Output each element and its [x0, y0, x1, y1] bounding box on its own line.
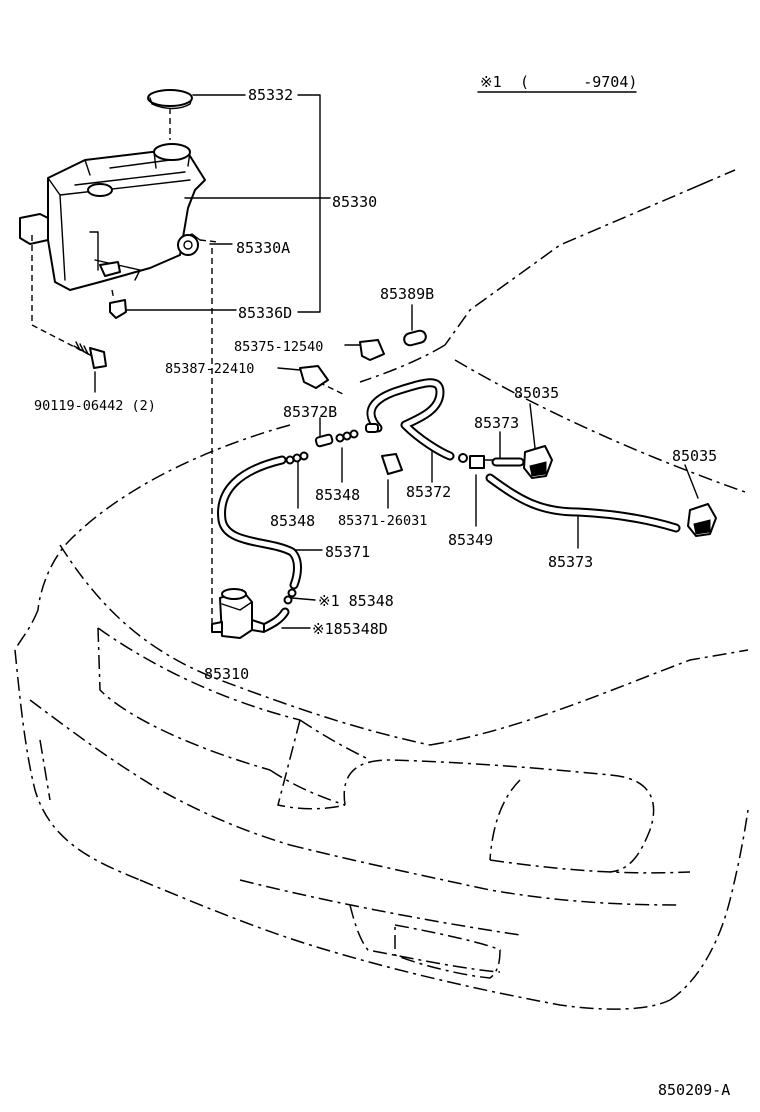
car-body-outline: [14, 169, 749, 1010]
note-mark: ※1: [480, 73, 502, 91]
washer-nozzle-left: [523, 445, 553, 479]
label-nozzle-left: 85035: [514, 384, 559, 402]
washer-tank: [19, 143, 206, 291]
label-grommet: 85330A: [236, 239, 290, 257]
label-joint-a: 85372B: [283, 403, 337, 421]
label-hose-mid: 85372: [406, 483, 451, 501]
washer-hoses: [217, 378, 681, 633]
label-hose-right: 85373: [474, 414, 519, 432]
figure-code: 850209-A: [658, 1081, 730, 1099]
check-valve: [458, 453, 495, 469]
label-hose-main: 85371: [325, 543, 370, 561]
label-hose-right-2: 85373: [548, 553, 593, 571]
tank-outlet-grommet: [109, 289, 127, 319]
tank-cap: [147, 89, 193, 140]
label-joint-f: ※185348D: [312, 620, 388, 638]
label-check-valve: 85349: [448, 531, 493, 549]
label-clamp2: 85387-22410: [165, 361, 254, 377]
hose-joints: [283, 329, 427, 605]
label-joint-c: 85348: [315, 486, 360, 504]
washer-nozzle-right: [687, 503, 717, 537]
label-tank: 85330: [332, 193, 377, 211]
label-clamp: 85375-12540: [234, 339, 323, 355]
label-nozzle-right: 85035: [672, 447, 717, 465]
mounting-bolt: [31, 235, 107, 369]
label-joint-d: 85348: [270, 512, 315, 530]
note-range: ( -9704): [520, 73, 637, 91]
label-pump: 85310: [204, 665, 249, 683]
hose-clamps: [299, 339, 403, 475]
label-cap: 85332: [248, 86, 293, 104]
washer-pump: [211, 588, 265, 639]
tank-grommet: [177, 234, 219, 256]
label-clip: 85371-26031: [338, 513, 427, 529]
label-tank-grommet: 85336D: [238, 304, 292, 322]
label-bolt: 90119-06442 (2): [34, 398, 156, 414]
label-joint-b: 85389B: [380, 285, 434, 303]
label-joint-e: ※1 85348: [318, 592, 394, 610]
